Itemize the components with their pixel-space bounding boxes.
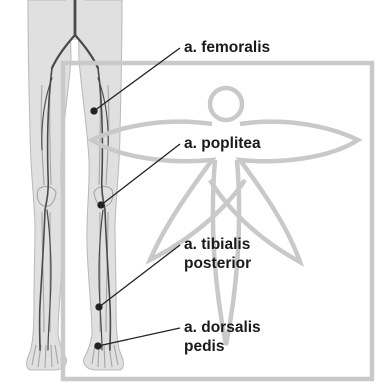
label-dorsalis-pedis: a. dorsalis pedis [184, 318, 261, 356]
label-poplitea-text: a. poplitea [184, 135, 261, 152]
dot-dorsalis [95, 343, 101, 349]
label-dorsalis-line1: a. dorsalis [184, 318, 261, 337]
legs-silhouette [27, 0, 124, 370]
label-dorsalis-line2: pedis [184, 337, 261, 356]
label-femoralis: a. femoralis [184, 38, 270, 57]
label-tibialis-posterior: a. tibialis posterior [184, 235, 251, 273]
label-tibialis-line1: a. tibialis [184, 235, 251, 254]
label-tibialis-line2: posterior [184, 254, 251, 273]
dot-femoralis [91, 108, 97, 114]
watermark-head [210, 88, 242, 120]
dot-poplitea [98, 202, 104, 208]
label-poplitea: a. poplitea [184, 134, 261, 153]
label-femoralis-text: a. femoralis [184, 39, 270, 56]
dot-tibialis [96, 304, 102, 310]
